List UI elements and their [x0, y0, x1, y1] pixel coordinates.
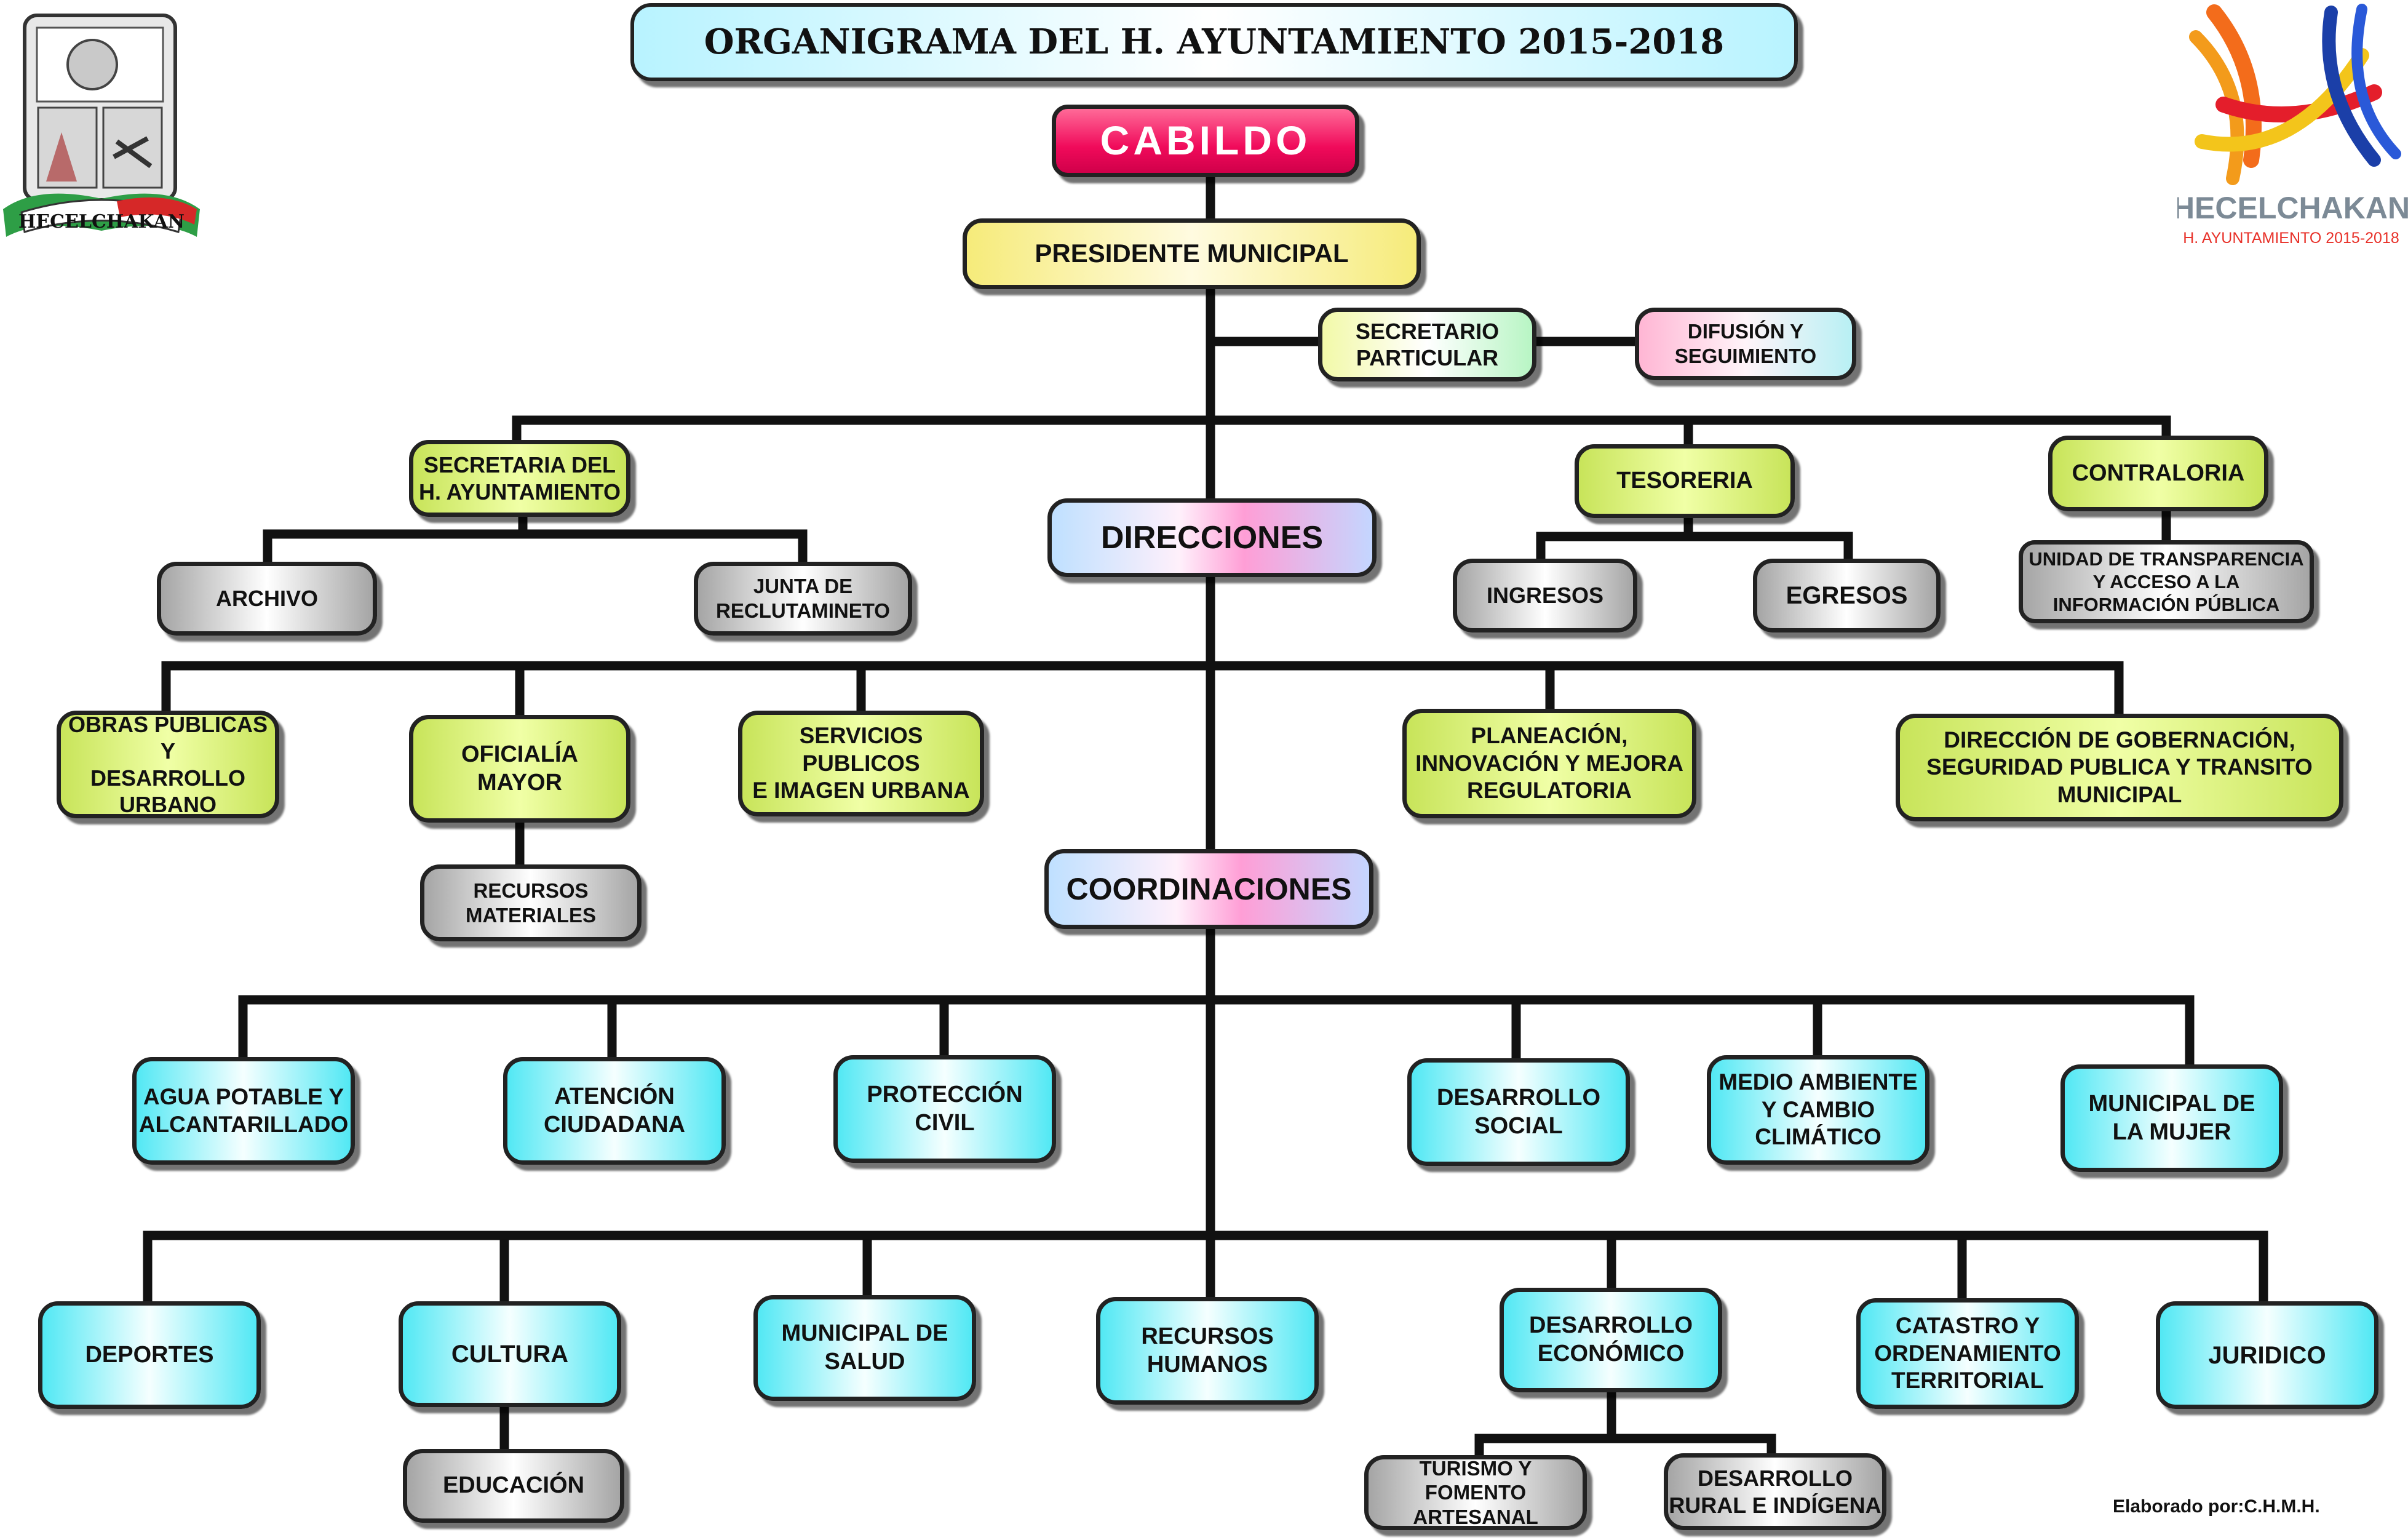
recursos-humanos-label: RECURSOS HUMANOS: [1141, 1323, 1274, 1378]
proteccion-civil-label: PROTECCIÓN CIVIL: [867, 1081, 1023, 1136]
crest-banner-text: HECELCHAKAN: [18, 211, 185, 233]
atencion-ciudadana-label: ATENCIÓN CIUDADANA: [543, 1083, 686, 1138]
ingresos-node: INGRESOS: [1453, 559, 1637, 632]
turismo-label: TURISMO Y FOMENTO ARTESANAL: [1413, 1456, 1538, 1528]
secretaria-ayuntamiento-node: SECRETARIA DEL H. AYUNTAMIENTO: [409, 440, 630, 517]
cabildo-node: CABILDO: [1052, 105, 1359, 177]
credit-text: Elaborado por:C.H.M.H.: [2113, 1496, 2320, 1517]
transparencia-node: UNIDAD DE TRANSPARENCIA Y ACCESO A LA IN…: [2019, 540, 2314, 623]
difusion-seguimiento-node: DIFUSIÓN Y SEGUIMIENTO: [1635, 308, 1856, 380]
presidente-municipal-node: PRESIDENTE MUNICIPAL: [963, 218, 1421, 289]
egresos-label: EGRESOS: [1786, 582, 1908, 609]
obras-publicas-label: OBRAS PUBLICAS Y DESARROLLO URBANO: [68, 712, 268, 817]
catastro-node: CATASTRO Y ORDENAMIENTO TERRITORIAL: [1856, 1298, 2079, 1409]
educacion-label: EDUCACIÓN: [442, 1472, 585, 1499]
planeacion-label: PLANEACIÓN, INNOVACIÓN Y MEJORA REGULATO…: [1415, 723, 1683, 804]
logo-name-text: HECELCHAKAN: [2177, 191, 2408, 225]
difusion-seguimiento-label: DIFUSIÓN Y SEGUIMIENTO: [1674, 320, 1817, 367]
direcciones-label: DIRECCIONES: [1100, 519, 1324, 556]
contraloria-node: CONTRALORIA: [2048, 436, 2268, 511]
coordinaciones-node: COORDINACIONES: [1044, 849, 1373, 929]
planeacion-node: PLANEACIÓN, INNOVACIÓN Y MEJORA REGULATO…: [1402, 709, 1696, 818]
archivo-label: ARCHIVO: [215, 586, 318, 612]
municipal-salud-label: MUNICIPAL DE SALUD: [781, 1320, 948, 1374]
servicios-publicos-label: SERVICIOS PUBLICOS E IMAGEN URBANA: [752, 723, 970, 804]
transparencia-label: UNIDAD DE TRANSPARENCIA Y ACCESO A LA IN…: [2029, 548, 2304, 616]
municipal-mujer-label: MUNICIPAL DE LA MUJER: [2088, 1090, 2255, 1145]
direcciones-node: DIRECCIONES: [1047, 498, 1377, 577]
cultura-node: CULTURA: [399, 1301, 621, 1407]
cultura-label: CULTURA: [451, 1341, 569, 1368]
secretario-particular-label: SECRETARIO PARTICULAR: [1355, 318, 1500, 370]
archivo-node: ARCHIVO: [157, 562, 377, 636]
medio-ambiente-label: MEDIO AMBIENTE Y CAMBIO CLIMÁTICO: [1719, 1069, 1918, 1150]
municipal-salud-node: MUNICIPAL DE SALUD: [753, 1295, 976, 1401]
oficialia-mayor-node: OFICIALÍA MAYOR: [409, 715, 630, 823]
atencion-ciudadana-node: ATENCIÓN CIUDADANA: [503, 1057, 726, 1165]
junta-reclutamiento-label: JUNTA DE RECLUTAMINETO: [716, 575, 890, 622]
oficialia-mayor-label: OFICIALÍA MAYOR: [461, 741, 578, 796]
juridico-label: JURIDICO: [2208, 1341, 2326, 1369]
medio-ambiente-node: MEDIO AMBIENTE Y CAMBIO CLIMÁTICO: [1707, 1055, 1929, 1165]
presidente-municipal-label: PRESIDENTE MUNICIPAL: [1035, 239, 1349, 268]
contraloria-label: CONTRALORIA: [2072, 460, 2245, 486]
deportes-label: DEPORTES: [85, 1341, 214, 1368]
coordinaciones-label: COORDINACIONES: [1066, 872, 1352, 906]
educacion-node: EDUCACIÓN: [403, 1449, 624, 1523]
deportes-node: DEPORTES: [38, 1301, 261, 1409]
gobernacion-node: DIRECCIÓN DE GOBERNACIÓN, SEGURIDAD PUBL…: [1896, 714, 2343, 821]
tesoreria-label: TESORERIA: [1616, 468, 1753, 494]
catastro-label: CATASTRO Y ORDENAMIENTO TERRITORIAL: [1874, 1313, 2061, 1394]
desarrollo-social-label: DESARROLLO SOCIAL: [1437, 1084, 1600, 1139]
tesoreria-node: TESORERIA: [1575, 444, 1795, 518]
desarrollo-economico-node: DESARROLLO ECONÓMICO: [1500, 1288, 1722, 1392]
recursos-materiales-label: RECURSOS MATERIALES: [465, 879, 597, 927]
ingresos-label: INGRESOS: [1486, 583, 1604, 608]
hecelchakan-logo: HECELCHAKAN H. AYUNTAMIENTO 2015-2018: [2177, 4, 2408, 247]
municipal-mujer-node: MUNICIPAL DE LA MUJER: [2060, 1064, 2283, 1172]
secretaria-ayuntamiento-label: SECRETARIA DEL H. AYUNTAMIENTO: [418, 452, 621, 505]
proteccion-civil-node: PROTECCIÓN CIVIL: [833, 1055, 1056, 1163]
obras-publicas-node: OBRAS PUBLICAS Y DESARROLLO URBANO: [57, 711, 279, 818]
desarrollo-rural-label: DESARROLLO RURAL E INDÍGENA: [1669, 1466, 1881, 1518]
turismo-node: TURISMO Y FOMENTO ARTESANAL: [1364, 1455, 1587, 1530]
secretario-particular-node: SECRETARIO PARTICULAR: [1318, 308, 1536, 381]
municipal-crest-logo: HECELCHAKAN: [3, 14, 200, 237]
recursos-humanos-node: RECURSOS HUMANOS: [1096, 1297, 1319, 1405]
desarrollo-social-node: DESARROLLO SOCIAL: [1407, 1058, 1630, 1166]
agua-potable-node: AGUA POTABLE Y ALCANTARILLADO: [132, 1057, 355, 1165]
agua-potable-label: AGUA POTABLE Y ALCANTARILLADO: [138, 1084, 349, 1137]
egresos-node: EGRESOS: [1753, 559, 1941, 632]
chart-title: ORGANIGRAMA DEL H. AYUNTAMIENTO 2015-201…: [630, 3, 1798, 81]
gobernacion-label: DIRECCIÓN DE GOBERNACIÓN, SEGURIDAD PUBL…: [1926, 727, 2313, 807]
recursos-materiales-node: RECURSOS MATERIALES: [420, 864, 642, 941]
junta-reclutamiento-node: JUNTA DE RECLUTAMINETO: [694, 562, 912, 636]
chart-title-text: ORGANIGRAMA DEL H. AYUNTAMIENTO 2015-201…: [704, 21, 1725, 62]
desarrollo-economico-label: DESARROLLO ECONÓMICO: [1529, 1312, 1693, 1366]
servicios-publicos-node: SERVICIOS PUBLICOS E IMAGEN URBANA: [738, 711, 984, 816]
juridico-node: JURIDICO: [2156, 1301, 2378, 1409]
cabildo-label: CABILDO: [1100, 118, 1311, 164]
desarrollo-rural-node: DESARROLLO RURAL E INDÍGENA: [1664, 1453, 1886, 1530]
logo-sub-text: H. AYUNTAMIENTO 2015-2018: [2183, 229, 2399, 247]
